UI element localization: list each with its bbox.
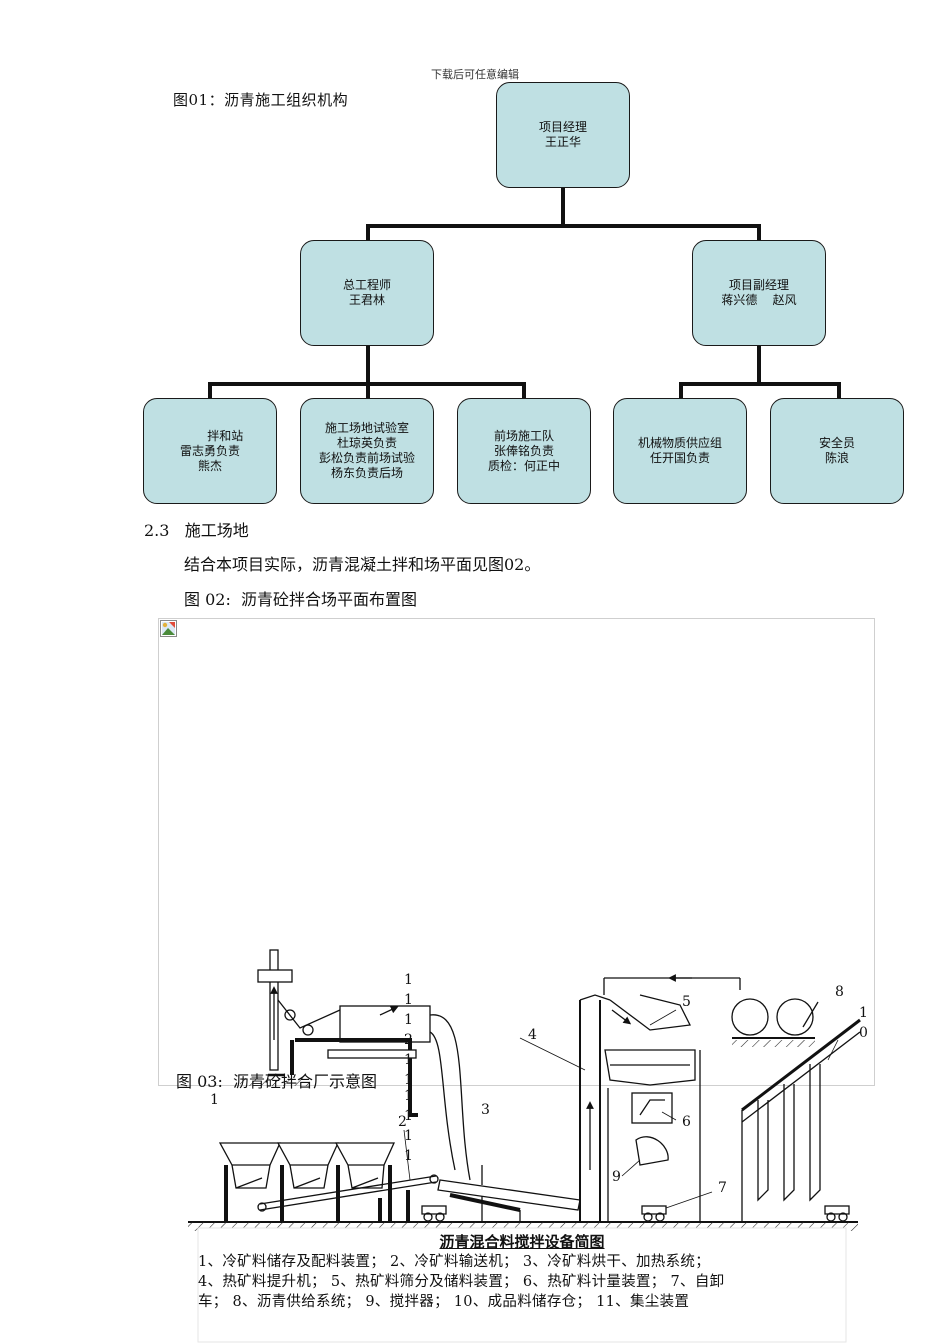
label-10a: 1	[859, 1005, 868, 1021]
org-box-supply-group: 机械物质供应组任开国负责	[613, 398, 747, 504]
legend-title: 沥青混合料搅拌设备简图	[439, 1233, 605, 1251]
label-10b: 0	[859, 1025, 868, 1041]
org-box-project-manager: 项目经理王正华	[496, 82, 630, 188]
org-box-site-lab: 施工场地试验室杜琼英负责彭松负责前场试验杨东负责后场	[300, 398, 434, 504]
label-3: 3	[481, 1102, 490, 1118]
label-1: 1	[210, 1092, 219, 1108]
label-4: 4	[528, 1027, 537, 1043]
label-8: 8	[835, 984, 844, 1000]
org-box-mixing-station: 拌和站雷志勇负责熊杰	[143, 398, 277, 504]
label-6: 6	[682, 1114, 691, 1130]
figure-02-title: 图 02: 沥青砼拌合场平面布置图	[184, 590, 418, 609]
org-box-safety-officer: 安全员陈浪	[770, 398, 904, 504]
label-9: 9	[612, 1169, 621, 1185]
equipment-legend: 沥青混合料搅拌设备简图 1、冷矿料储存及配料装置； 2、冷矿料输送机； 3、冷矿…	[198, 1232, 846, 1312]
org-box-front-team: 前场施工队张俸铭负责质检：何正中	[457, 398, 591, 504]
label-2: 2	[398, 1114, 407, 1130]
label-stack-bottom: 1 1 1 1	[404, 1088, 417, 1164]
legend-line-3: 车； 8、沥青供给系统； 9、搅拌器； 10、成品料储存仓； 11、集尘装置	[198, 1294, 690, 1310]
section-heading: 2.3 施工场地	[144, 521, 249, 540]
broken-image-icon	[160, 620, 177, 637]
label-5: 5	[682, 994, 691, 1010]
figure-01-title: 图01：沥青施工组织机构	[173, 91, 349, 109]
broken-image-frame	[158, 618, 875, 1086]
body-paragraph: 结合本项目实际，沥青混凝土拌和场平面见图02。	[184, 555, 541, 574]
legend-line-1: 1、冷矿料储存及配料装置； 2、冷矿料输送机； 3、冷矿料烘干、加热系统；	[198, 1254, 710, 1270]
label-stack-top: 1 1 1 2 1 1	[404, 972, 417, 1088]
watermark: 下载后可任意编辑	[431, 68, 519, 81]
figure-03-title: 图 03: 沥青砼拌合厂示意图	[176, 1072, 378, 1091]
org-box-chief-engineer: 总工程师王君林	[300, 240, 434, 346]
label-7: 7	[718, 1180, 727, 1196]
org-box-deputy-manager: 项目副经理蒋兴德 赵风	[692, 240, 826, 346]
legend-line-2: 4、热矿料提升机； 5、热矿料筛分及储料装置； 6、热矿料计量装置； 7、自卸	[198, 1274, 725, 1290]
